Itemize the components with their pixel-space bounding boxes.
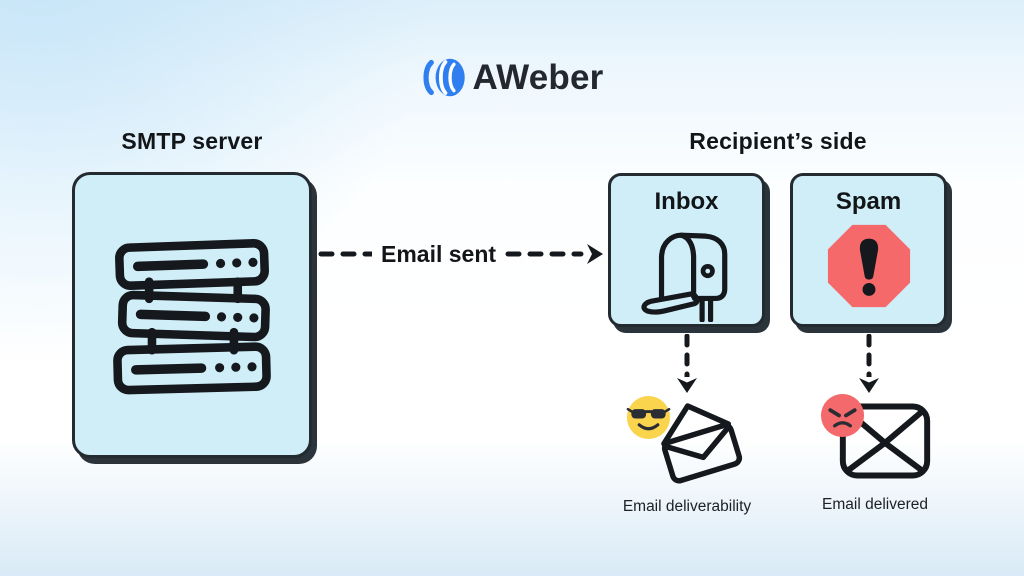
dashed-line	[318, 251, 372, 257]
brand-logo: AWeber	[0, 54, 1024, 101]
email-sent-label: Email sent	[381, 240, 497, 267]
spam-box: Spam	[790, 173, 947, 327]
dashed-line	[866, 334, 872, 377]
recipient-section-title: Recipient’s side	[689, 128, 867, 154]
inbox-down-arrow	[676, 334, 698, 394]
dashed-line	[505, 251, 584, 257]
inbox-label: Inbox	[654, 188, 719, 215]
smtp-server-box	[72, 172, 312, 458]
spam-alert-icon	[827, 224, 910, 308]
deliverability-icon-group	[625, 392, 749, 488]
cool-sunglasses-emoji-icon	[626, 395, 671, 440]
mailbox-icon	[640, 232, 727, 322]
arrow-right-icon	[587, 244, 603, 264]
spam-label: Spam	[835, 188, 902, 215]
email-sent-flow: Email sent	[318, 237, 604, 271]
brand-wordmark: AWeber	[472, 57, 604, 97]
server-stack-icon	[113, 238, 271, 395]
open-envelope-icon	[661, 403, 743, 484]
deliverability-result: Email deliverability	[602, 392, 772, 516]
inbox-box: Inbox	[608, 173, 765, 327]
angry-emoji-icon	[820, 393, 865, 438]
smtp-section-title: SMTP server	[121, 128, 263, 154]
aweber-logo-icon	[423, 58, 465, 97]
deliverability-label: Email deliverability	[622, 498, 752, 515]
delivered-label: Email delivered	[822, 496, 928, 513]
delivered-icon-group	[819, 390, 931, 486]
delivered-result: Email delivered	[790, 390, 960, 514]
arrow-down-icon	[859, 378, 879, 393]
dashed-line	[684, 334, 690, 377]
arrow-down-icon	[677, 378, 697, 393]
spam-down-arrow	[858, 334, 880, 394]
